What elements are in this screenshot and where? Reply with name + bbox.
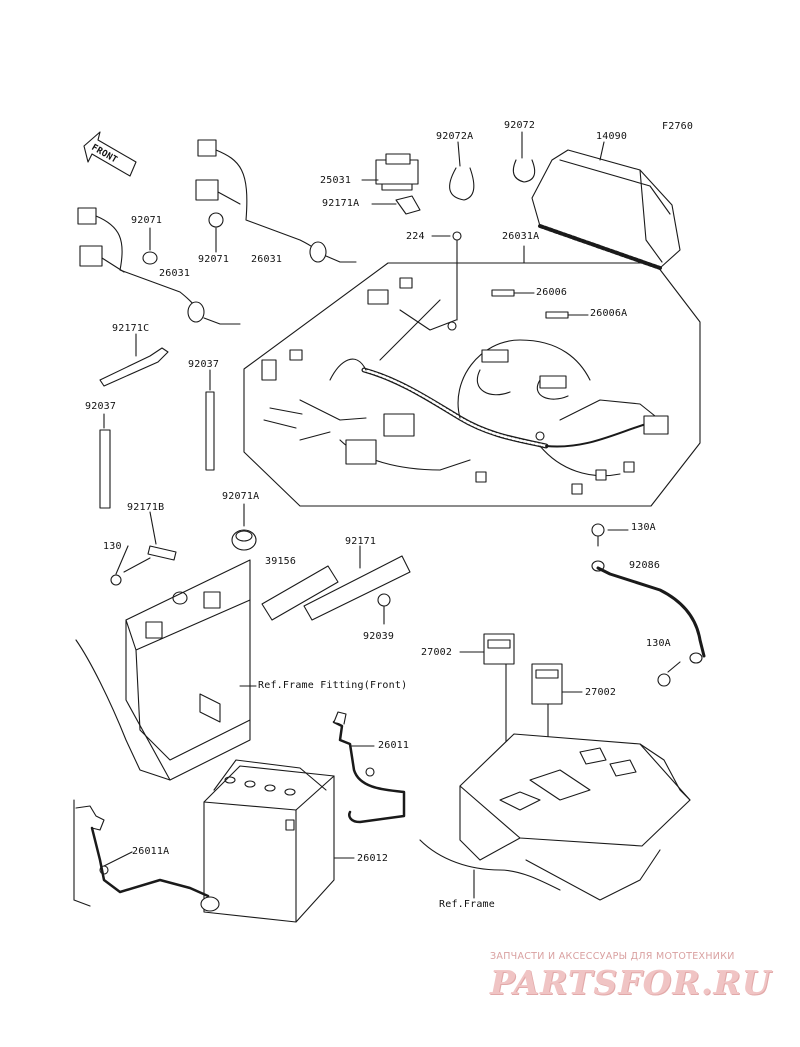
- part-label-92171a[interactable]: 92171A: [322, 198, 360, 209]
- ref-frame-fitting-front: Ref.Frame Fitting(Front): [258, 680, 408, 691]
- part-label-92037-left[interactable]: 92037: [85, 401, 117, 412]
- frame-fitting-front-drawing: [75, 559, 251, 781]
- battery-26012-drawing: [203, 759, 335, 923]
- part-label-92071a[interactable]: 92071A: [222, 491, 260, 502]
- part-label-130a-lower[interactable]: 130A: [646, 638, 671, 649]
- harness-26031-upper-drawing: [195, 139, 357, 263]
- harness-26031-lower-drawing: [77, 207, 241, 325]
- relay-25031-drawing: [375, 153, 419, 191]
- ref-frame: Ref.Frame: [439, 899, 495, 910]
- part-label-25031[interactable]: 25031: [320, 175, 352, 186]
- part-label-92039[interactable]: 92039: [363, 631, 395, 642]
- part-label-26031-lower[interactable]: 26031: [159, 268, 191, 279]
- frame-rear-drawing: [419, 733, 691, 901]
- part-label-130a-upper[interactable]: 130A: [631, 522, 656, 533]
- part-label-92072[interactable]: 92072: [504, 120, 536, 131]
- part-label-92071-left[interactable]: 92071: [131, 215, 163, 226]
- part-label-27002-left[interactable]: 27002: [421, 647, 453, 658]
- part-label-92171b[interactable]: 92171B: [127, 502, 165, 513]
- cover-14090-drawing: [531, 149, 681, 270]
- part-label-92086[interactable]: 92086: [629, 560, 661, 571]
- part-label-26006[interactable]: 26006: [536, 287, 568, 298]
- part-label-27002-right[interactable]: 27002: [585, 687, 617, 698]
- part-label-92072a[interactable]: 92072A: [436, 131, 474, 142]
- part-label-92171c[interactable]: 92171C: [112, 323, 150, 334]
- part-label-39156[interactable]: 39156: [265, 556, 297, 567]
- part-label-26012[interactable]: 26012: [357, 853, 389, 864]
- part-label-92171[interactable]: 92171: [345, 536, 377, 547]
- part-label-92037-right[interactable]: 92037: [188, 359, 220, 370]
- part-label-14090[interactable]: 14090: [596, 131, 628, 142]
- figure-code: F2760: [662, 121, 694, 132]
- watermark-tagline: ЗАПЧАСТИ И АКСЕССУАРЫ ДЛЯ МОТОТЕХНИКИ: [490, 951, 735, 962]
- harness-outline: [243, 262, 701, 507]
- main-harness-drawing: [261, 277, 669, 495]
- watermark-logo: PARTSFOR.RU: [490, 963, 772, 1002]
- front-arrow-icon: [83, 131, 137, 177]
- part-label-26006a[interactable]: 26006A: [590, 308, 628, 319]
- part-label-26011a[interactable]: 26011A: [132, 846, 170, 857]
- part-label-26011[interactable]: 26011: [378, 740, 410, 751]
- part-label-224[interactable]: 224: [406, 231, 425, 242]
- part-label-130[interactable]: 130: [103, 541, 122, 552]
- part-label-92071-mid[interactable]: 92071: [198, 254, 230, 265]
- part-label-26031-upper[interactable]: 26031: [251, 254, 283, 265]
- part-label-26031a[interactable]: 26031A: [502, 231, 540, 242]
